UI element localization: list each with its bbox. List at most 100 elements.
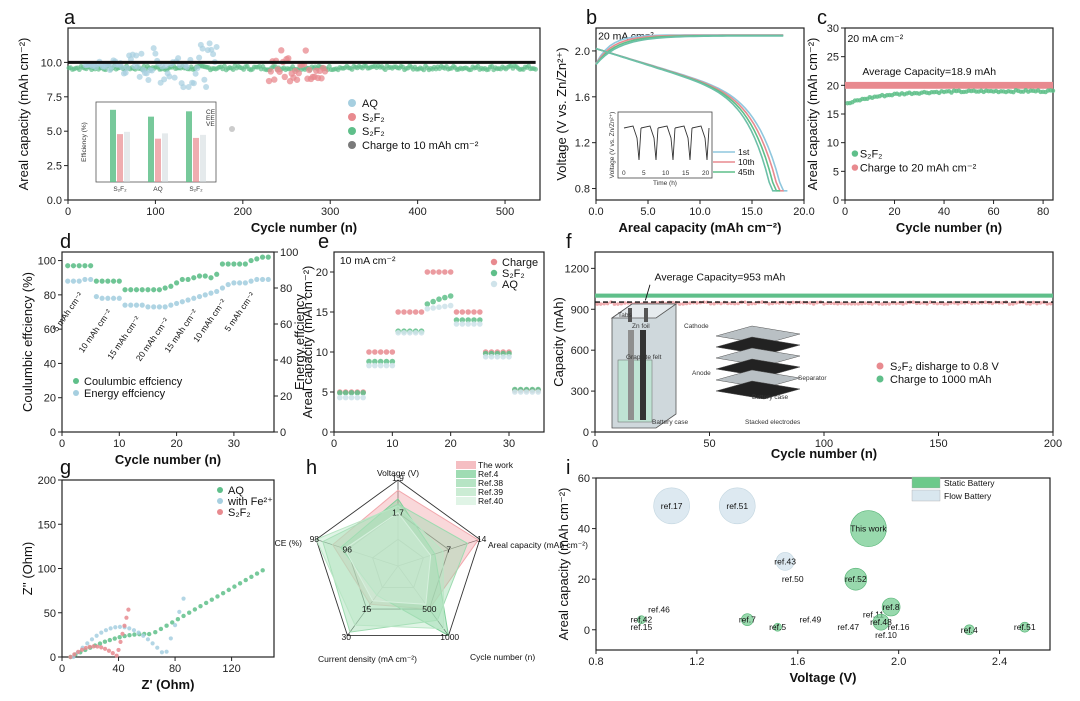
inset-bar	[124, 131, 130, 182]
inset-bar	[200, 134, 206, 182]
zn-foil	[628, 330, 634, 420]
s2f2-point	[72, 652, 77, 657]
bubble-label: ref.43	[774, 556, 796, 566]
aq-point	[337, 394, 343, 401]
x-tick-label: 2.0	[891, 656, 906, 668]
panel-label-g: g	[60, 457, 71, 479]
charge-point	[377, 349, 384, 355]
aq-point	[190, 80, 197, 87]
charge-point	[459, 309, 466, 315]
legend-marker	[348, 141, 356, 149]
ce-point	[139, 287, 145, 293]
aq-point	[447, 302, 454, 309]
fe-point	[89, 637, 95, 642]
s2f2-point	[120, 631, 125, 636]
x-axis-label: Cycle number (n)	[115, 452, 221, 467]
charge-point	[465, 309, 471, 315]
s2f2-pink-point	[321, 68, 329, 75]
discharge-point	[602, 301, 606, 306]
y-axis-label: Z'' (Ohm)	[20, 542, 35, 595]
radar-grid	[346, 512, 450, 610]
aq-point	[436, 304, 442, 311]
bubble-label: ref.17	[661, 501, 683, 511]
s2f2-pink-point	[271, 76, 278, 83]
charge-point	[372, 349, 378, 355]
discharge-point	[695, 301, 699, 305]
inset-ylabel: Voltage (V vs. Zn/Zn²⁺)	[609, 112, 616, 179]
ce-point	[242, 261, 248, 267]
ce-point	[116, 278, 122, 284]
x-tick-label: 80	[1037, 206, 1049, 218]
ce-point	[248, 257, 254, 264]
s2f2-point	[76, 649, 81, 654]
legend-swatch	[456, 461, 476, 469]
s2f2-point	[116, 647, 121, 653]
y-tick-label: 7.5	[47, 92, 62, 104]
aq-point	[199, 45, 206, 52]
charge-curve	[595, 34, 784, 64]
s2f2-point	[382, 67, 388, 73]
s2f2-point	[1050, 88, 1056, 93]
bubble-label: ref.15	[631, 622, 653, 632]
aq-point	[506, 354, 512, 360]
aq-point	[164, 623, 169, 628]
y-tick-label: 2.0	[575, 46, 590, 58]
inset-category: AQ	[153, 186, 162, 193]
ee-point	[110, 295, 117, 301]
discharge-point	[925, 302, 929, 306]
y-tick-label: 20	[578, 574, 590, 586]
fe-point	[145, 637, 151, 642]
s2f2-point	[222, 63, 227, 69]
radar-series	[344, 512, 432, 605]
fe-point	[117, 624, 123, 630]
discharge-point	[719, 301, 723, 306]
s2f2-point	[91, 644, 96, 649]
radar-tick: 15	[362, 604, 372, 614]
y-tick-label: 30	[827, 23, 839, 35]
aq-point	[203, 600, 209, 606]
ce-point	[237, 261, 243, 267]
discharge-point	[870, 302, 874, 306]
discharge-point	[849, 301, 854, 306]
panel-c-data	[845, 81, 1056, 106]
y2-tick-label: 20	[280, 391, 292, 403]
step-label: 10 mAh cm⁻²	[191, 297, 228, 344]
ee-point	[70, 278, 77, 284]
bubble-label: This work	[850, 524, 887, 534]
ee-point	[93, 293, 99, 300]
discharge-point	[956, 301, 960, 306]
s2f2-point	[114, 653, 119, 658]
bubble	[963, 624, 975, 636]
radar-series	[315, 505, 445, 630]
ee-point	[231, 280, 237, 286]
stack-layer	[715, 380, 801, 400]
radar-spoke	[397, 565, 449, 636]
y-tick-label: 900	[571, 304, 589, 316]
x-tick-label: 100	[815, 438, 833, 450]
discharge-point	[901, 302, 905, 306]
ee-point	[168, 302, 174, 308]
fe-point	[181, 596, 186, 601]
ce-point	[173, 280, 180, 286]
ee-point	[225, 281, 231, 288]
aq-point	[389, 362, 396, 369]
bubble-label: ref.46	[648, 605, 670, 615]
radar-tick: 98	[310, 534, 320, 544]
aq-point	[360, 394, 366, 401]
aq-point	[500, 354, 506, 360]
discharge-point	[863, 301, 868, 305]
s2f2-point	[99, 645, 104, 650]
ee-point	[185, 297, 191, 303]
bubble-label: ref.42	[631, 615, 653, 625]
inset-tick: 0	[622, 170, 626, 177]
aq-point	[108, 63, 115, 70]
panel-b-curves	[595, 34, 788, 192]
s2f2-point	[342, 390, 349, 396]
legend-label: Static Battery	[944, 478, 995, 488]
s2f2-point	[377, 358, 384, 365]
discharge-point	[877, 301, 881, 306]
